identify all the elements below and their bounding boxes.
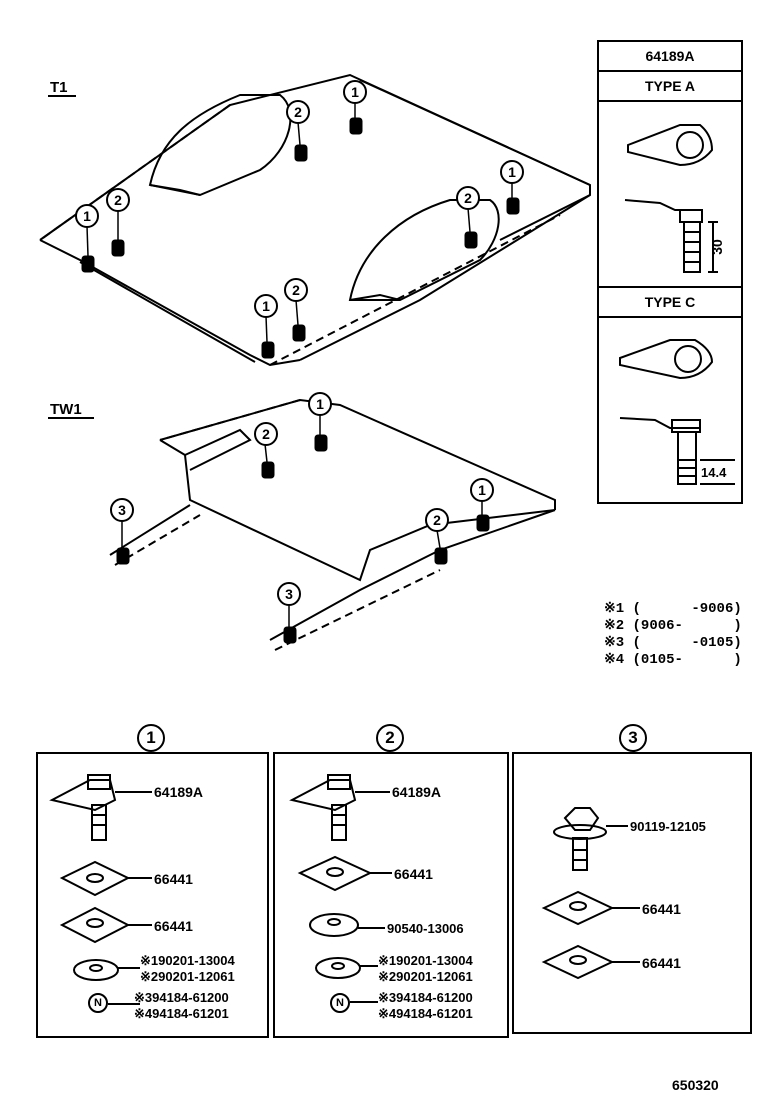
group3-washer-1 <box>541 890 640 926</box>
group1-clip-bolt <box>49 774 152 841</box>
type-c-dimension: 14.4 <box>701 465 727 480</box>
group1-part-note-4: ※494184-61201 <box>134 1006 229 1021</box>
group3-part-washer-1: 66441 <box>642 901 681 917</box>
group1-part-note-3: ※394184-61200 <box>134 990 229 1005</box>
callout-1: 1 <box>343 80 367 104</box>
group2-part-note-4: ※494184-61201 <box>378 1006 473 1021</box>
group2-part-note-2: ※290201-12061 <box>378 969 473 984</box>
type-box-part-number: 64189A <box>599 42 741 72</box>
group-3-box <box>512 752 752 1034</box>
group2-spacer <box>309 913 385 937</box>
group2-nut-symbol: N <box>330 993 350 1013</box>
group3-washer-2 <box>541 944 640 980</box>
type-c-label: TYPE C <box>599 288 741 318</box>
group-2-callout: 2 <box>376 724 404 752</box>
callout-1: 1 <box>500 160 524 184</box>
group2-washer <box>297 855 392 892</box>
group1-part-clip: 64189A <box>154 784 204 800</box>
callout-1: 1 <box>470 478 494 502</box>
type-a-clip-illustration <box>624 124 718 273</box>
section-label-t1: T1 <box>50 79 68 96</box>
t1-floor-panel <box>39 73 591 367</box>
group2-round-washer <box>315 957 378 979</box>
callout-1: 1 <box>75 204 99 228</box>
callout-2: 2 <box>286 100 310 124</box>
tw1-fastener-group <box>116 434 490 644</box>
group1-part-note-2: ※290201-12061 <box>140 969 235 984</box>
date-note-1: ※1 ( -9006) <box>604 601 742 617</box>
group1-round-washer <box>73 959 140 981</box>
date-note-4: ※4 (0105- ) <box>604 652 742 668</box>
group1-part-washer-1: 66441 <box>154 871 193 887</box>
t1-fastener-group <box>81 117 520 359</box>
group2-clip-bolt <box>289 774 390 841</box>
type-a-body <box>599 102 741 288</box>
callout-2: 2 <box>106 188 130 212</box>
callout-2: 2 <box>284 278 308 302</box>
group-1-box <box>36 752 269 1038</box>
callout-2: 2 <box>425 508 449 532</box>
group-1-callout: 1 <box>137 724 165 752</box>
group2-part-spacer: 90540-13006 <box>387 921 464 936</box>
group1-washer-2 <box>59 906 152 944</box>
group2-part-clip: 64189A <box>392 784 442 800</box>
section-label-tw1: TW1 <box>50 401 82 418</box>
date-note-3: ※3 ( -0105) <box>604 635 742 651</box>
type-a-dimension: 30 <box>708 239 725 255</box>
group1-part-washer-2: 66441 <box>154 918 193 934</box>
callout-3: 3 <box>110 498 134 522</box>
callout-2: 2 <box>254 422 278 446</box>
date-note-2: ※2 (9006- ) <box>604 618 742 634</box>
group3-part-bolt: 90119-12105 <box>630 819 706 834</box>
group3-hex-bolt <box>553 807 628 871</box>
group3-part-washer-2: 66441 <box>642 955 681 971</box>
group2-part-washer: 66441 <box>394 866 433 882</box>
group2-part-note-1: ※190201-13004 <box>378 953 473 968</box>
figure-number: 650320 <box>672 1077 719 1093</box>
callout-3: 3 <box>277 582 301 606</box>
group1-part-note-1: ※190201-13004 <box>140 953 235 968</box>
callout-1: 1 <box>308 392 332 416</box>
callout-1: 1 <box>254 294 278 318</box>
group1-washer-1 <box>59 860 152 897</box>
callout-2: 2 <box>456 186 480 210</box>
group-3-callout: 3 <box>619 724 647 752</box>
clip-type-box: 64189A TYPE A TYPE C <box>597 40 743 504</box>
type-a-label: TYPE A <box>599 72 741 102</box>
type-c-clip-illustration <box>619 339 735 485</box>
group-2-box <box>273 752 509 1038</box>
group1-nut-symbol: N <box>88 993 108 1013</box>
group2-part-note-3: ※394184-61200 <box>378 990 473 1005</box>
